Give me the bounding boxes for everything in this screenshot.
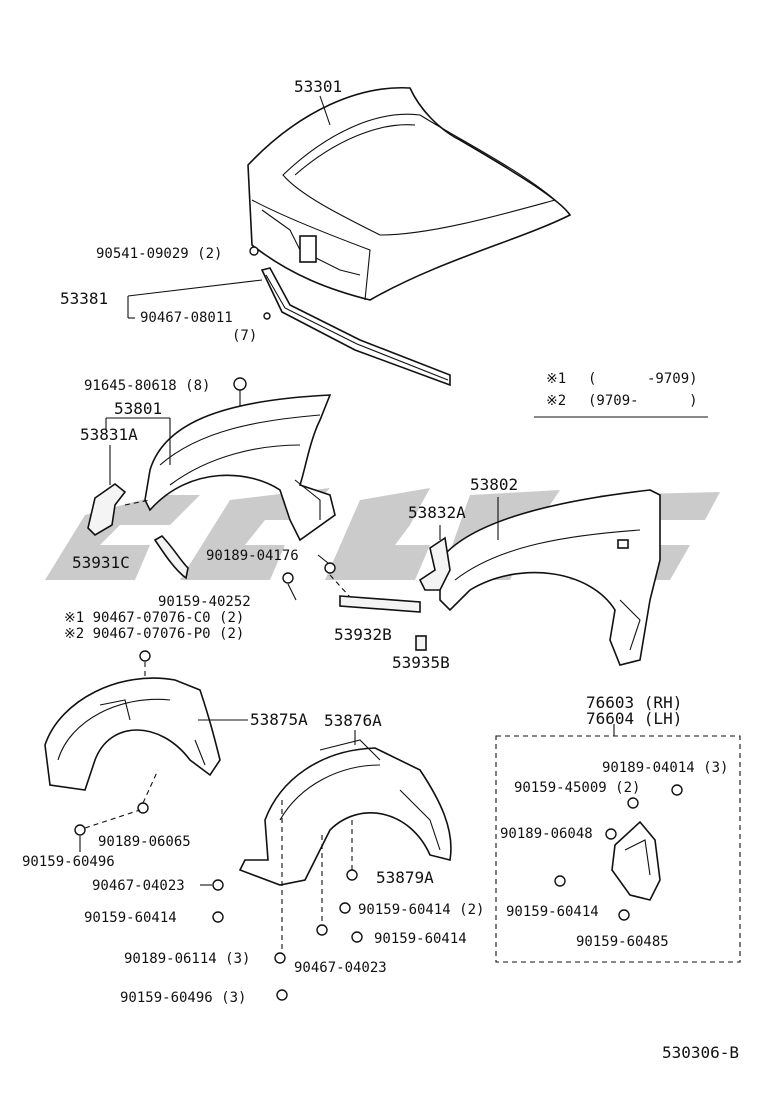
label-bolt-45009: 90159-45009 (2) [514,780,640,796]
mudflap-part[interactable] [611,820,661,901]
label-hood-cushion: 90541-09029 (2) [96,246,222,262]
seal-rh-part[interactable] [153,534,189,580]
diagram-code: 530306-B [662,1043,739,1062]
retainer-part[interactable] [415,635,427,651]
fender-rh-part[interactable] [144,394,336,542]
label-screw-06048: 90189-06048 [500,826,593,842]
label-bolt-60485: 90159-60485 [576,934,669,950]
legend-mark-1: ※1 [546,371,566,387]
label-seal-group: 53381 [60,289,108,308]
label-spacer: 53879A [376,868,434,887]
liner-rh-part[interactable] [44,677,221,791]
liner-lh-part[interactable] [238,739,452,886]
label-screw-04176: 90189-04176 [206,548,299,564]
label-seal-lh: 53932B [334,625,392,644]
label-clip-c0: ※1 90467-07076-C0 (2) [64,610,244,626]
legend-mark-2: ※2 [546,393,566,409]
label-hood: 53301 [294,77,342,96]
label-clip-p0: ※2 90467-07076-P0 (2) [64,626,244,642]
label-seal-rh: 53931C [72,553,130,572]
label-seal-clip-qty: (7) [232,328,257,344]
mudflap-group-box [495,735,741,963]
label-clip-04023-b: 90467-04023 [294,960,387,976]
hood-part[interactable] [247,86,572,301]
label-liner-lh: 53876A [324,711,382,730]
legend-range-2: (9709- ) [588,393,698,409]
label-bracket-lh: 53832A [408,503,466,522]
label-bolt-60496: 90159-60496 [22,854,115,870]
label-bolt-60414-2: 90159-60414 (2) [358,902,484,918]
label-bolt-60414-b: 90159-60414 [374,931,467,947]
bracket-lh-part[interactable] [418,536,451,591]
hood-seal-strip[interactable] [260,267,451,387]
label-bracket-rh: 53831A [80,425,138,444]
label-bolt-60414-c: 90159-60414 [506,904,599,920]
seal-lh-part[interactable] [339,595,421,613]
label-screw-06114: 90189-06114 (3) [124,951,250,967]
label-bolt-40252: 90159-40252 [158,594,251,610]
label-bolt-60414-a: 90159-60414 [84,910,177,926]
label-liner-rh: 53875A [250,710,308,729]
fender-lh-part[interactable] [439,489,661,666]
label-screw-04014: 90189-04014 (3) [602,760,728,776]
label-mudflap-lh: 76604 (LH) [586,709,682,728]
label-retainer: 53935B [392,653,450,672]
label-fender-rh: 53801 [114,399,162,418]
bracket-rh-part[interactable] [87,483,127,537]
label-fender-lh: 53802 [470,475,518,494]
label-seal-clip: 90467-08011 [140,310,233,326]
label-bolt-60496-3: 90159-60496 (3) [120,990,246,1006]
label-clip-04023-a: 90467-04023 [92,878,185,894]
label-screw-06065: 90189-06065 [98,834,191,850]
label-mudflap-rh: 76603 (RH) [586,693,682,712]
legend-range-1: ( -9709) [588,371,698,387]
label-fender-nut: 91645-80618 (8) [84,378,210,394]
